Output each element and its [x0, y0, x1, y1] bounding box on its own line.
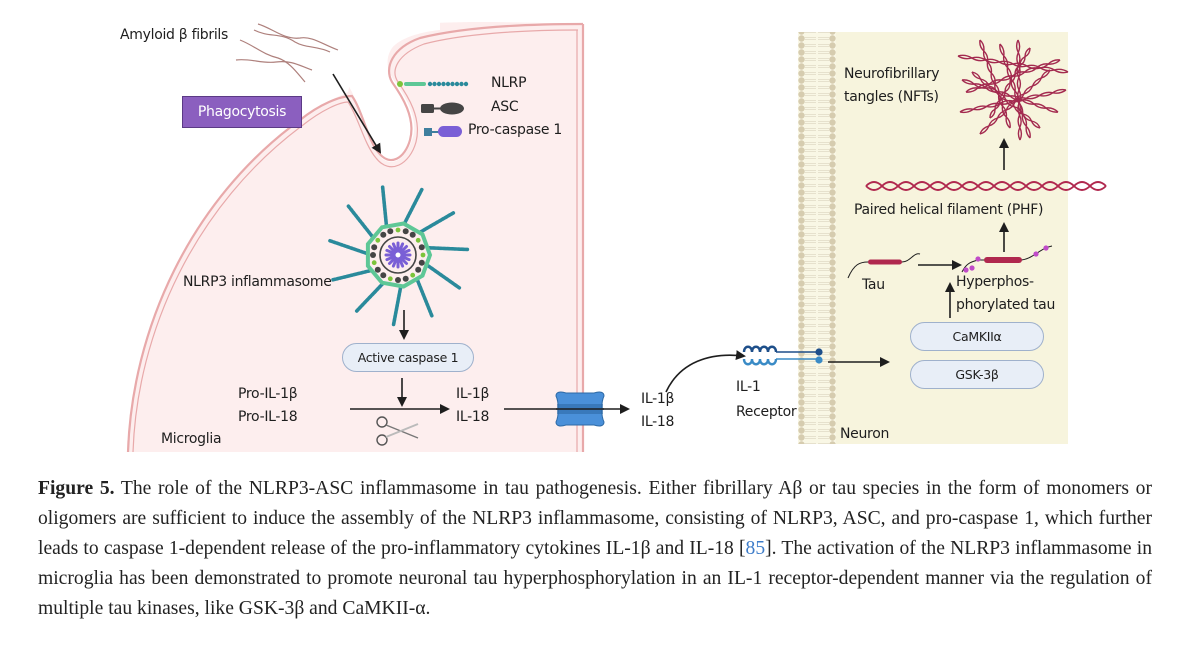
nft-strand	[999, 43, 1031, 139]
asc-dot	[387, 228, 394, 235]
nlrp-spoke	[402, 187, 424, 226]
nlrp-spoke	[354, 281, 385, 314]
nlrp3-inflammasome-label: NLRP3 inflammasome	[183, 274, 332, 290]
asc-dot	[375, 237, 381, 243]
kinase-pill-gsk3b: GSK-3β	[910, 360, 1044, 389]
pro-il-18-label: Pro-IL-18	[238, 409, 298, 425]
il-1b-extracellular-label: IL-1β	[641, 391, 675, 407]
nlrp-spoke	[380, 184, 389, 228]
caption-text: The role of the NLRP3-ASC inflammasome i…	[38, 478, 1152, 559]
il1-receptor-icon	[742, 345, 823, 366]
nlrp-protein-icon	[397, 81, 469, 87]
hyperphosphorylated-tau-icon	[961, 245, 1053, 273]
nlrp-spoke	[391, 285, 403, 327]
caption-reference-link[interactable]: 85	[745, 538, 766, 559]
nft-strand	[971, 71, 1041, 129]
paired-helical-filament-icon	[865, 181, 1107, 191]
tau-label: Tau	[862, 277, 885, 293]
nft-label-line1: Neurofibrillary	[844, 66, 940, 82]
active-caspase-1-pill: Active caspase 1	[342, 343, 474, 372]
amyloid-fibrils-label: Amyloid β fibrils	[120, 27, 229, 43]
hyperphosphorylated-tau-label-line2: phorylated tau	[956, 297, 1056, 313]
nlrp-spoke	[327, 238, 368, 256]
il-18-intracellular-label: IL-18	[456, 409, 490, 425]
asc-dot	[402, 275, 409, 282]
caption-figure-label: Figure 5.	[38, 478, 115, 499]
il-1b-intracellular-label: IL-1β	[456, 386, 490, 402]
asc-dot	[380, 272, 387, 279]
phf-label: Paired helical filament (PHF)	[854, 202, 1044, 218]
nft-strand	[961, 79, 1059, 113]
il-1-receptor-label-line2: Receptor	[736, 404, 797, 420]
il-18-extracellular-label: IL-18	[641, 414, 675, 430]
legend-label-pro-caspase-1: Pro-caspase 1	[468, 122, 562, 138]
nlrp-spoke	[415, 278, 434, 319]
nft-strand	[979, 69, 1051, 135]
asc-dot	[415, 266, 422, 273]
nlrp-spoke	[426, 264, 462, 290]
kinase-pill-camkiia: CaMKIIα	[910, 322, 1044, 351]
asc-dot	[418, 259, 425, 266]
pro-caspase-protein-icon	[424, 126, 462, 137]
figure-5-diagram: Amyloid β fibrils Phagocytosis NLRP ASC …	[120, 22, 1107, 453]
asc-dot	[395, 277, 401, 283]
nft-strand	[959, 88, 1067, 113]
amyloid-fibrils-icon	[235, 23, 339, 83]
il-1-receptor-label-line1: IL-1	[736, 379, 761, 395]
asc-dot	[410, 272, 416, 278]
neuron-membrane-bilayer	[798, 32, 836, 444]
caption-text-end: ]. The activation of the NLRP3 inflammas…	[38, 538, 1152, 619]
asc-dot	[402, 228, 409, 235]
asc-dot	[374, 266, 381, 273]
nft-label-line2: tangles (NFTs)	[844, 89, 939, 105]
asc-protein-icon	[421, 102, 464, 115]
nlrp3-inflammasome-icon	[327, 184, 470, 327]
nlrp-spoke	[427, 246, 470, 252]
pro-il-1b-label: Pro-IL-1β	[238, 386, 298, 402]
phf-strand	[865, 181, 1107, 188]
nft-strand	[1017, 39, 1023, 141]
microglia-membrane	[126, 22, 584, 453]
microglia-cell	[128, 22, 583, 452]
phf-strand	[865, 184, 1107, 191]
phagocytosis-label: Phagocytosis	[182, 96, 302, 128]
asc-dot	[395, 227, 401, 233]
legend-label-nlrp: NLRP	[491, 75, 527, 91]
nft-strand	[957, 54, 1069, 73]
membrane-channel-icon	[555, 391, 605, 427]
legend-label-asc: ASC	[491, 99, 519, 115]
nlrp-spoke	[330, 268, 372, 282]
neurofibrillary-tangles-icon	[957, 39, 1069, 141]
asc-dot	[371, 260, 377, 266]
hyperphosphorylated-tau-label-line1: Hyperphos-	[956, 274, 1034, 290]
nlrp-spoke	[418, 210, 456, 234]
nft-strand	[989, 47, 1031, 119]
asc-dot	[370, 252, 376, 258]
asc-dot	[371, 244, 378, 251]
microglia-label: Microglia	[161, 431, 222, 447]
nft-strand	[979, 39, 1011, 129]
diagram-canvas	[126, 22, 1107, 453]
asc-dot	[380, 231, 387, 238]
asc-dot	[415, 237, 421, 243]
nlrp-spoke	[346, 204, 374, 239]
phagocytosis-arrow	[332, 73, 382, 154]
tau-protein-icon	[847, 253, 921, 279]
asc-dot	[420, 252, 426, 258]
scissors-icon	[376, 416, 419, 446]
neuron-label: Neuron	[840, 426, 890, 442]
asc-dot	[409, 231, 416, 238]
figure-caption: Figure 5. The role of the NLRP3-ASC infl…	[38, 474, 1152, 624]
asc-dot	[418, 244, 425, 251]
asc-dot	[387, 276, 393, 282]
